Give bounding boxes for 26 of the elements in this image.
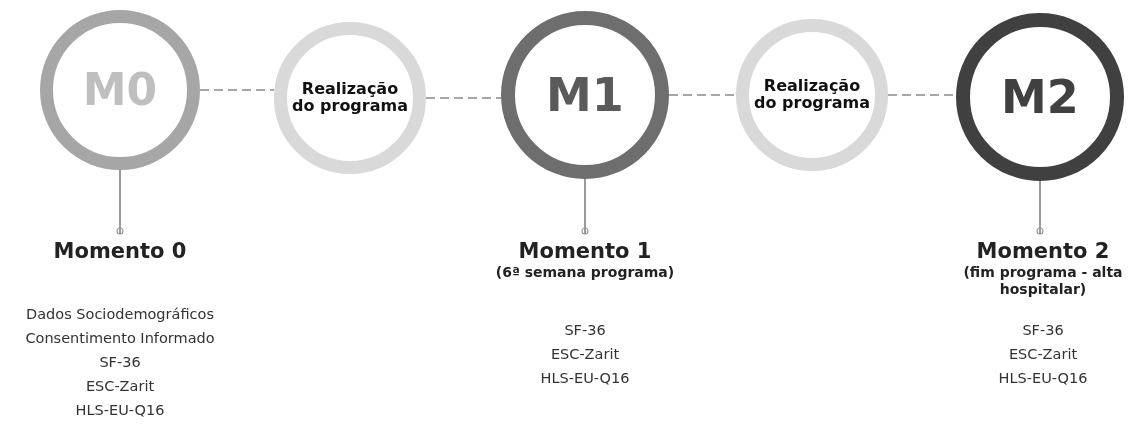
measure-text: ESC-Zarit [84, 377, 156, 396]
subheading-text: (fim programa - alta hospitalar) [962, 264, 1124, 298]
measure-text: SF-36 [1021, 321, 1065, 340]
heading-text: Momento 2 [975, 238, 1111, 264]
dashed-connector [199, 89, 275, 91]
measure-text: Dados Sociodemográficos [25, 305, 215, 324]
milestone-label: M2 [1001, 72, 1079, 122]
measure-text: HLS-EU-Q16 [539, 369, 631, 388]
milestone-label: M1 [546, 70, 624, 120]
leader-line [581, 178, 589, 235]
measure-text: SF-36 [563, 321, 607, 340]
measure-text: Consentimento Informado [24, 329, 216, 348]
phase-label: Realização do programa [753, 78, 871, 112]
milestone-label: M0 [82, 66, 158, 114]
measure-text: SF-36 [98, 353, 142, 372]
leader-line [116, 169, 124, 235]
dashed-connector [425, 97, 502, 99]
measure-text: ESC-Zarit [549, 345, 621, 364]
dashed-connector [668, 94, 737, 96]
measure-text: ESC-Zarit [1007, 345, 1079, 364]
measure-text: HLS-EU-Q16 [997, 369, 1089, 388]
measure-text: HLS-EU-Q16 [74, 401, 166, 420]
phase-label: Realização do programa [291, 81, 409, 115]
subheading-text: (6ª semana programa) [494, 264, 676, 281]
leader-line [1036, 180, 1044, 235]
heading-text: Momento 1 [517, 238, 653, 264]
